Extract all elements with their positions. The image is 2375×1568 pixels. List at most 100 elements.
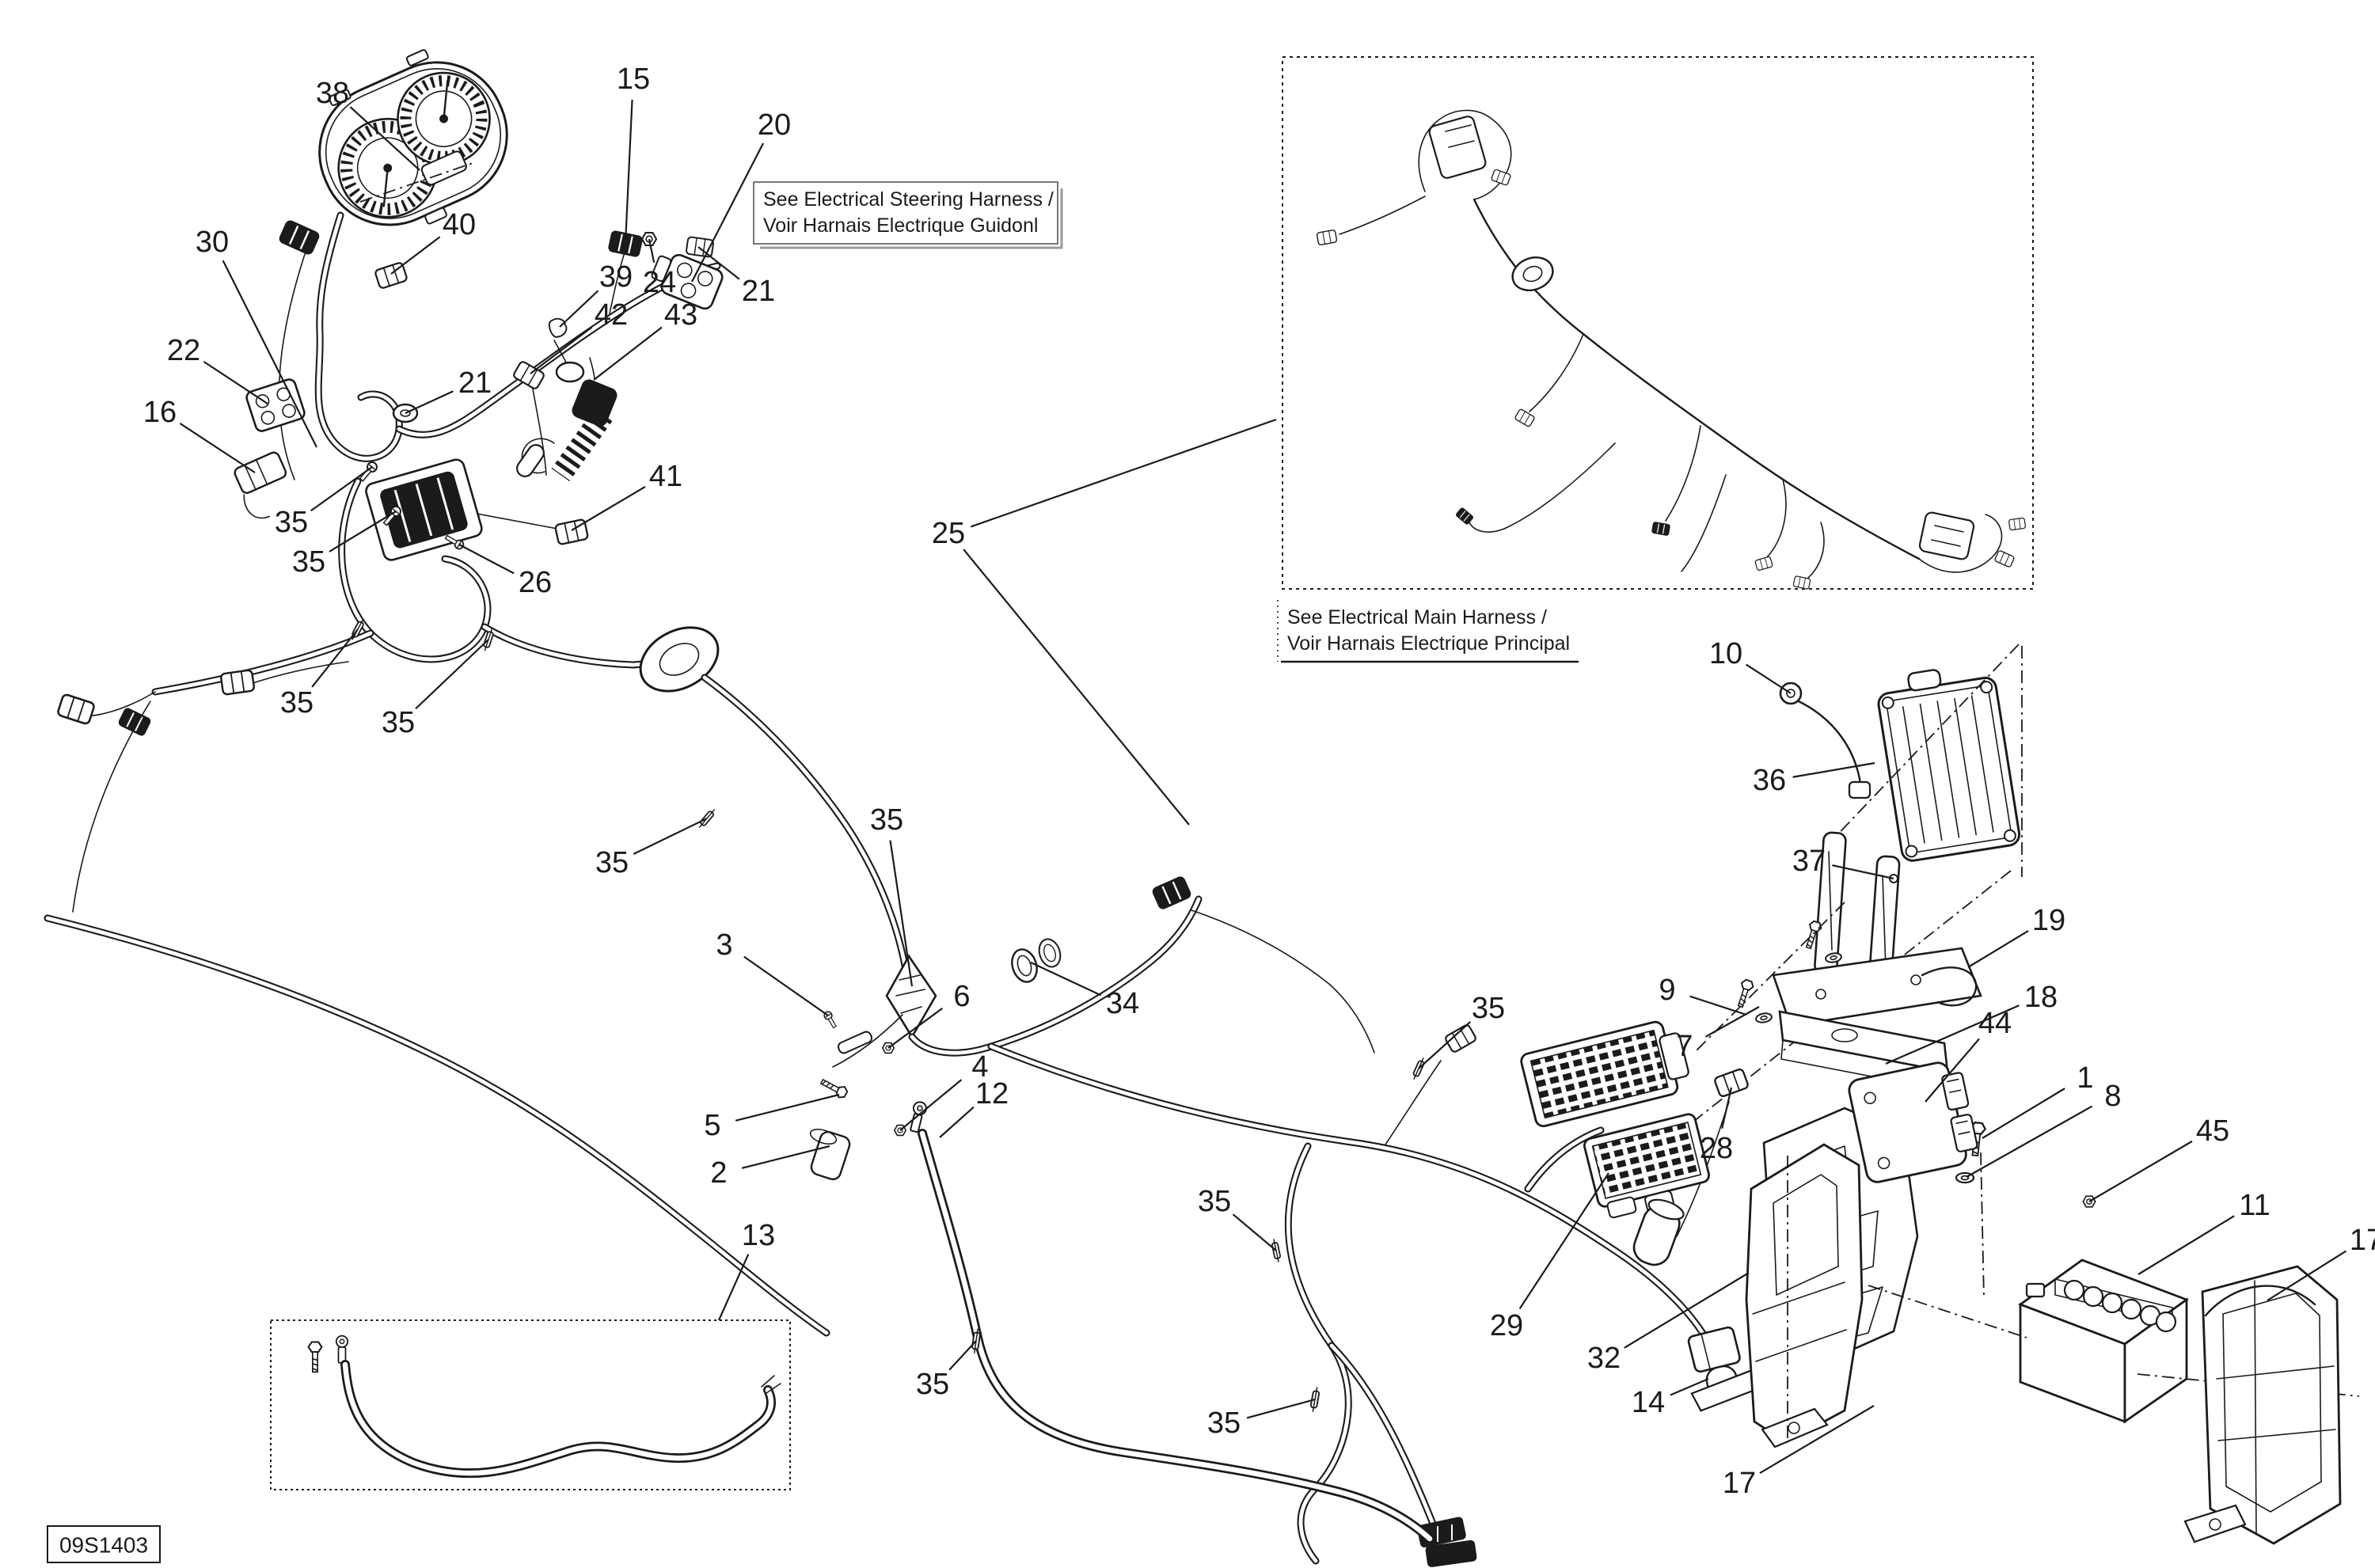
leader-line [887, 1008, 944, 1049]
code-box [47, 1525, 161, 1563]
leader-line [899, 1079, 963, 1131]
construction-line-d1 [1830, 644, 2020, 843]
callout-6: 6 [887, 980, 971, 1049]
callout-number: 43 [664, 298, 697, 332]
rings-34-b [1035, 936, 1065, 970]
leader-line [1967, 930, 2029, 968]
callout-35: 35 [280, 628, 359, 719]
leader-line [889, 840, 914, 987]
callout-number: 4 [971, 1050, 988, 1084]
callout-8: 8 [1966, 1080, 2122, 1178]
callout-number: 18 [2024, 981, 2058, 1014]
callout-34: 34 [1030, 962, 1139, 1020]
main-harness-inset [1282, 56, 2034, 590]
callout-number: 42 [595, 298, 628, 332]
callout-number: 36 [1753, 764, 1786, 797]
callout-number: 25 [932, 517, 965, 550]
callout-number: 17 [2350, 1224, 2375, 1257]
callout-38: 38 [316, 77, 420, 171]
callout-number: 5 [704, 1109, 720, 1142]
gauge-cluster [318, 49, 508, 226]
callout-14: 14 [1632, 1377, 1709, 1419]
bolt-35-a [356, 459, 380, 484]
washer-7 [1754, 1011, 1773, 1025]
callout-number: 13 [742, 1219, 775, 1252]
bracket-19 [1921, 966, 1978, 1007]
callout-number: 40 [443, 208, 476, 241]
page-code-text: 09S1403 [59, 1533, 148, 1558]
connector-16 [234, 451, 287, 519]
callout-number: 2 [710, 1156, 727, 1190]
leader-line [1418, 1021, 1472, 1069]
callout-number: 9 [1659, 974, 1675, 1007]
callout-35: 35 [595, 818, 708, 879]
inset-boxes [47, 56, 2034, 1563]
callout-44: 44 [1925, 1007, 2012, 1103]
steering-note-line-2: Voir Harnais Electrique Guidonl [763, 215, 1038, 237]
leader-line [970, 418, 1277, 528]
callout-number: 20 [758, 108, 791, 142]
callout-28: 28 [1700, 1087, 1733, 1165]
callout-21: 21 [697, 246, 775, 308]
callout-24: 24 [643, 238, 676, 299]
callout-number: 16 [143, 396, 177, 429]
leader-line [1746, 663, 1792, 694]
callout-number: 39 [599, 260, 633, 294]
callout-number: 35 [382, 706, 415, 739]
leader-line [203, 360, 268, 404]
callout-2: 2 [710, 1145, 830, 1190]
battery-cable-inset-art [307, 1335, 781, 1479]
callout-32: 32 [1587, 1272, 1750, 1375]
callout-number: 37 [1792, 845, 1826, 878]
solenoid-boot [1632, 1198, 1685, 1266]
battery-positive-cable [809, 1075, 1434, 1543]
callout-1: 1 [1982, 1061, 2094, 1139]
leader-line [1518, 1172, 1609, 1309]
leader-line [2088, 1140, 2193, 1202]
leader-line [1885, 1004, 2020, 1065]
leader-line [624, 99, 633, 245]
relay-32 [1687, 1326, 1762, 1412]
leader-line [415, 639, 489, 710]
leader-line [1232, 1213, 1277, 1251]
construction-line-d3 [1693, 902, 1845, 1054]
leader-line [571, 485, 646, 531]
callout-35: 35 [1198, 1185, 1277, 1251]
callout-number: 22 [167, 334, 200, 367]
callout-number: 3 [716, 928, 732, 962]
callout-number: 6 [953, 980, 970, 1013]
callout-number: 44 [1978, 1007, 2012, 1040]
callout-number: 35 [595, 846, 629, 879]
leader-line [311, 628, 359, 688]
callout-9: 9 [1659, 974, 1747, 1016]
leader-line [559, 290, 599, 328]
leader-line [1624, 1272, 1750, 1349]
page-code: 09S1403 [59, 1533, 148, 1558]
callout-35: 35 [292, 511, 397, 579]
connector-28 [1712, 1067, 1750, 1099]
callout-20: 20 [691, 108, 791, 283]
callout-35: 35 [870, 803, 914, 987]
leader-line [691, 142, 765, 283]
leader-line [222, 260, 317, 448]
callout-5: 5 [704, 1093, 840, 1142]
callout-12: 12 [939, 1077, 1009, 1138]
leader-line [948, 1340, 977, 1371]
leader-line [2267, 1250, 2346, 1301]
callout-37: 37 [1792, 845, 1894, 880]
callout-number: 10 [1709, 637, 1742, 670]
callout-21: 21 [405, 366, 492, 415]
fuse-box-upper [1520, 1020, 1689, 1128]
callout-number: 17 [1723, 1467, 1756, 1500]
leader-line [2138, 1215, 2235, 1275]
battery-tray [1745, 1143, 1864, 1448]
leader-line [1721, 1087, 1733, 1129]
gauge-connector [277, 218, 321, 257]
leader-line [741, 1145, 830, 1169]
leader-line [1759, 1405, 1875, 1474]
steering-note-line-1: See Electrical Steering Harness / [763, 188, 1054, 211]
callout-39: 39 [559, 260, 633, 328]
gauge-axis-line [359, 161, 476, 203]
clip-39 [546, 315, 570, 340]
